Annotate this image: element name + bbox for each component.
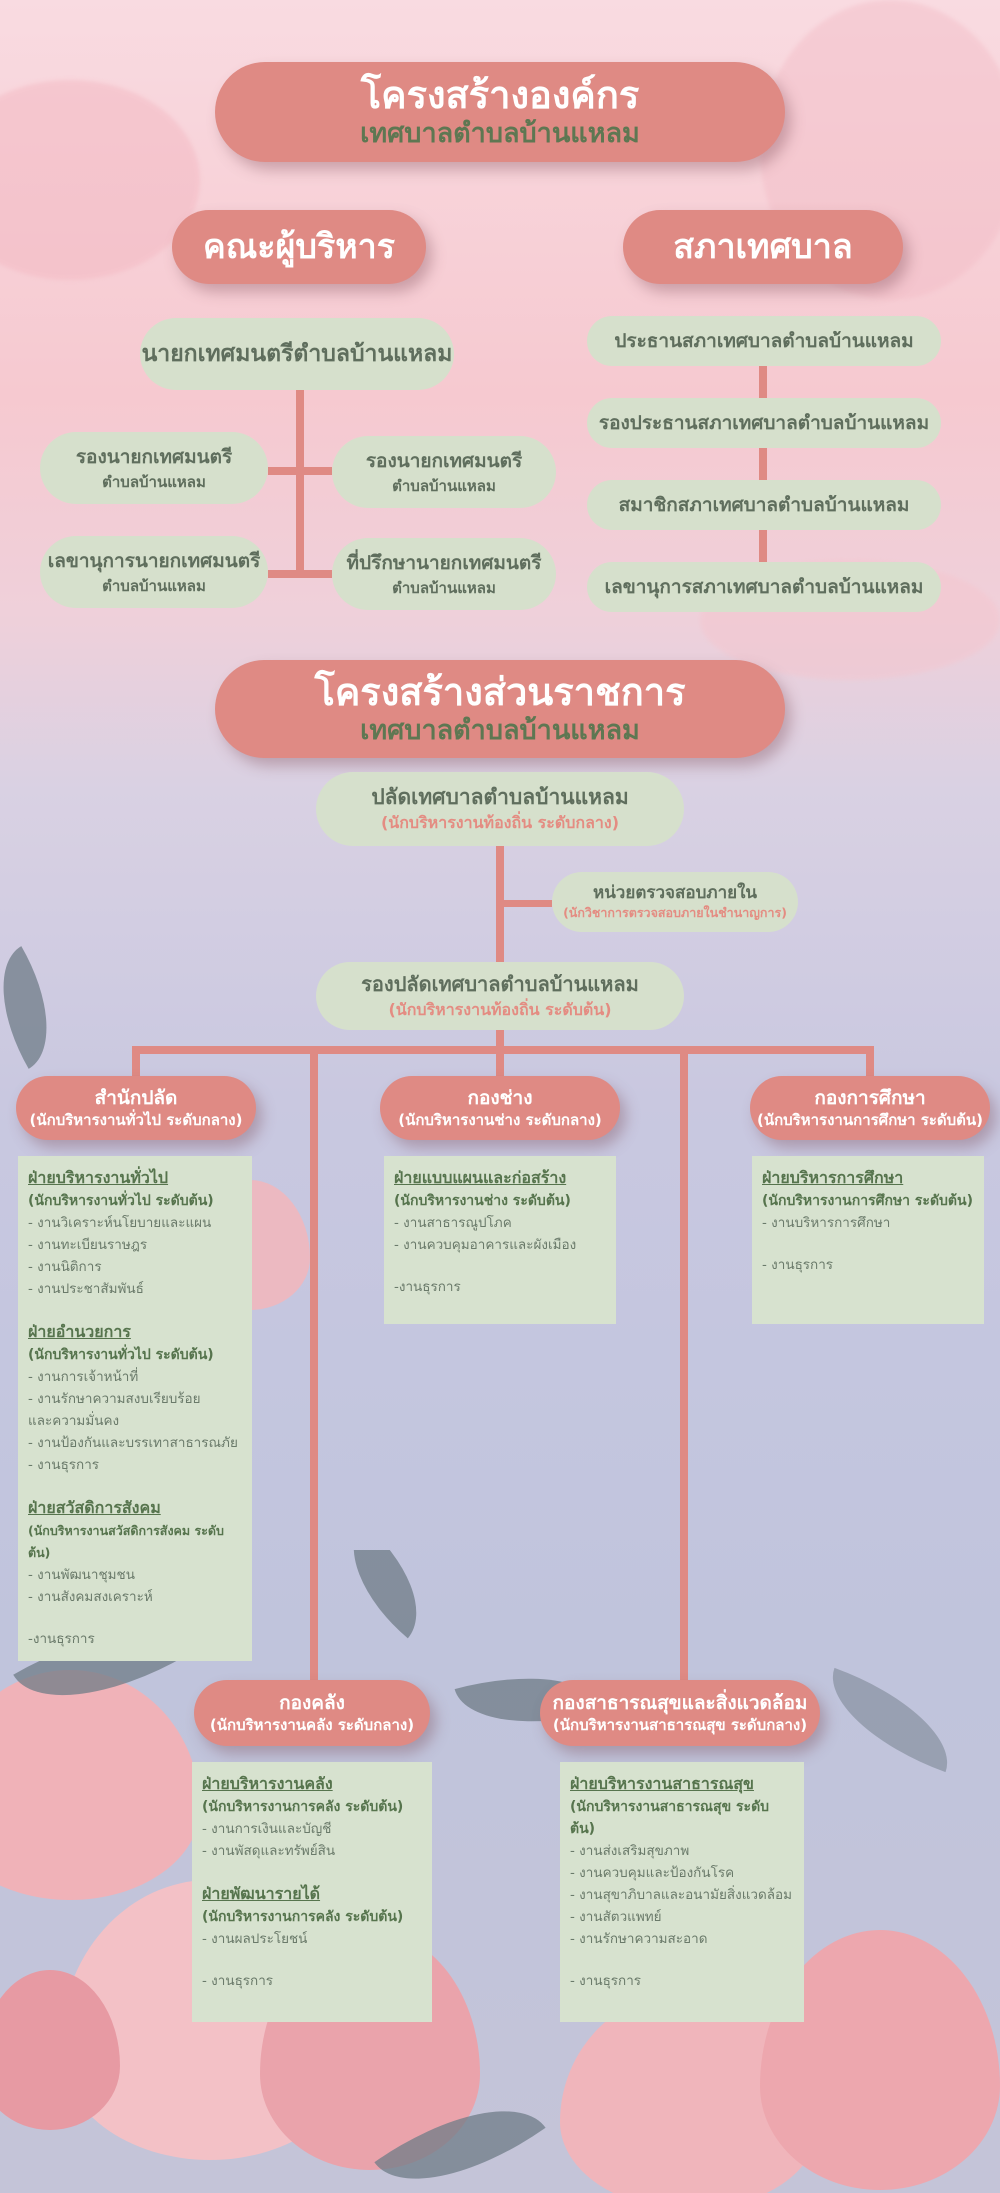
org-structure-subtitle: เทศบาลตำบลบ้านแหลม [360,118,640,149]
dept-engineering: กองช่าง (นักบริหารงานช่าง ระดับกลาง) [380,1076,620,1140]
municipal-clerk: ปลัดเทศบาลตำบลบ้านแหลม (นักบริหารงานท้อง… [316,772,684,846]
council-title: สภาเทศบาล [623,210,903,284]
dept-health-environment: กองสาธารณสุขและสิ่งแวดล้อม (นักบริหารงาน… [540,1680,820,1746]
connector [759,360,767,570]
connector [504,900,552,907]
finance-details: ฝ่ายบริหารงานคลัง (นักบริหารงานการคลัง ร… [192,1762,432,2022]
connector [296,390,304,578]
dept-office-clerk: สำนักปลัด (นักบริหารงานทั่วไป ระดับกลาง) [16,1076,256,1140]
connector [496,1046,504,1080]
watercolor-blob [0,80,200,280]
connector [496,1030,504,1050]
mayor-box: นายกเทศมนตรีตำบลบ้านแหลม [140,318,454,390]
connector [496,846,504,966]
dept-education: กองการศึกษา (นักบริหารงานการศึกษา ระดับต… [750,1076,990,1140]
deputy-mayor-1: รองนายกเทศมนตรี ตำบลบ้านแหลม [40,432,268,504]
connector [268,467,332,475]
council-member-3: สมาชิกสภาเทศบาลตำบลบ้านแหลม [587,480,941,530]
gov-structure-header: โครงสร้างส่วนราชการ เทศบาลตำบลบ้านแหลม [215,660,785,758]
executive-title: คณะผู้บริหาร [172,210,426,284]
connector [132,1046,140,1080]
office-clerk-details: ฝ่ายบริหารงานทั่วไป (นักบริหารงานทั่วไป … [18,1156,252,1661]
health-environment-details: ฝ่ายบริหารงานสาธารณสุข (นักบริหารงานสาธา… [560,1762,804,2022]
connector [268,570,332,578]
connector [680,1046,688,1686]
internal-audit: หน่วยตรวจสอบภายใน (นักวิชาการตรวจสอบภายใ… [552,872,798,932]
council-member-2: รองประธานสภาเทศบาลตำบลบ้านแหลม [587,398,941,448]
council-member-1: ประธานสภาเทศบาลตำบลบ้านแหลม [587,316,941,366]
mayor-secretary: เลขานุการนายกเทศมนตรี ตำบลบ้านแหลม [40,536,268,608]
mayor-advisor: ที่ปรึกษานายกเทศมนตรี ตำบลบ้านแหลม [332,538,556,610]
connector [310,1046,318,1686]
education-details: ฝ่ายบริหารการศึกษา (นักบริหารงานการศึกษา… [752,1156,984,1324]
deputy-clerk: รองปลัดเทศบาลตำบลบ้านแหลม (นักบริหารงานท… [316,962,684,1030]
engineering-details: ฝ่ายแบบแผนและก่อสร้าง (นักบริหารงานช่าง … [384,1156,616,1324]
connector [866,1046,874,1080]
dept-finance: กองคลัง (นักบริหารงานคลัง ระดับกลาง) [194,1680,430,1746]
deputy-mayor-2: รองนายกเทศมนตรี ตำบลบ้านแหลม [332,436,556,508]
council-member-4: เลขานุการสภาเทศบาลตำบลบ้านแหลม [587,562,941,612]
org-structure-header: โครงสร้างองค์กร เทศบาลตำบลบ้านแหลม [215,62,785,162]
org-structure-title: โครงสร้างองค์กร [360,72,640,117]
